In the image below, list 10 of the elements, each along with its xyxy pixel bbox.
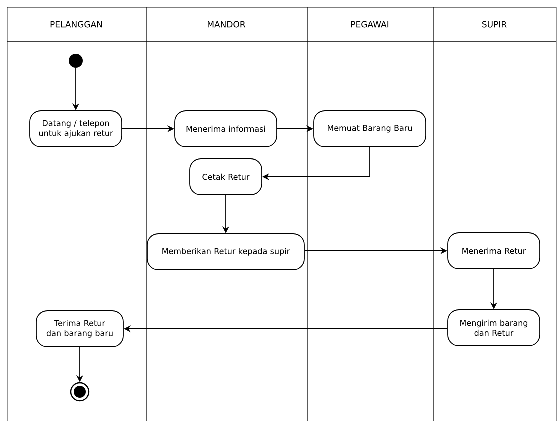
action-box: Menerima Retur: [448, 232, 540, 270]
action-box: Datang / telepon untuk ajukan retur: [30, 110, 122, 148]
start-node: [69, 54, 83, 68]
action-box: Mengirim barang dan Retur: [448, 310, 540, 346]
action-box: Terima Retur dan barang baru: [36, 310, 124, 348]
action-box: Memuat Barang Baru: [314, 110, 426, 148]
action-box: Memberikan Retur kepada supir: [147, 234, 305, 270]
action-box: Cetak Retur: [190, 158, 262, 196]
end-node: [70, 382, 90, 402]
action-box: Menerima informasi: [174, 110, 278, 148]
